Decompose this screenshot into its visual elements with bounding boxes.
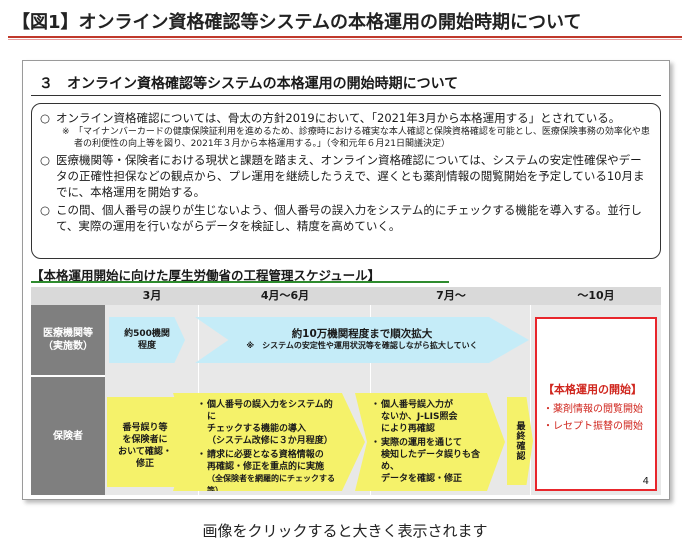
list-bullet: ・ [371, 438, 381, 448]
bullet-1: ○ オンライン資格確認については、骨太の方針2019において、「2021年3月か… [40, 110, 652, 126]
item1-c: （システム改修に３か月程度） [207, 436, 333, 446]
slide-heading: ３ オンライン資格確認等システムの本格運用の開始時期について [39, 76, 459, 92]
bullet-mark: ○ [40, 111, 51, 125]
insurer-arrow1-line2: を保険者に [122, 435, 168, 445]
medical-arrow-note: ※ システムの安定性や運用状況等を確認しながら拡大していく [246, 341, 478, 350]
column-header-apr-jun: 4月～6月 [260, 289, 310, 302]
column-header-bar [31, 287, 661, 305]
insurer-arrow1-line3: おいて確認・ [118, 447, 172, 457]
bullet-text: 医療機関等・保険者における現状と課題を踏まえ、オンライン資格確認については、シス… [56, 153, 645, 199]
image-caption[interactable]: 画像をクリックすると大きく表示されます [202, 522, 488, 540]
insurer-arrow2-item2: ・ 請求に必要となる資格情報の 再確認・修正を重点的に実施 （全保険者を網羅的に… [197, 449, 341, 495]
list-text: 個人番号誤入力が ないか、J-LIS照会 により再確認 [381, 399, 457, 435]
final-box-item-1: ・薬剤情報の閲覧開始 [543, 404, 643, 415]
medical-arrow-march: 約500機関 程度 [109, 317, 185, 363]
item2-b: 再確認・修正を重点的に実施 [207, 462, 325, 472]
list-text: 個人番号の誤入力をシステム的に チェックする機能の導入 （システム改修に３か月程… [207, 399, 341, 447]
insurer-arrow-march: 番号誤り等 を保険者に おいて確認・ 修正 [107, 397, 191, 487]
insurer-arrow-apr-jun: ・ 個人番号の誤入力をシステム的に チェックする機能の導入 （システム改修に３か… [173, 393, 365, 491]
schedule-title-underline [31, 281, 449, 283]
list-bullet: ・ [371, 400, 381, 410]
title-rule-thin [8, 39, 682, 40]
note-mark: ※ [62, 127, 70, 137]
final-box-item-2: ・レセプト振替の開始 [543, 421, 643, 432]
figure-title: 【図1】オンライン資格確認等システムの本格運用の開始時期について [12, 12, 582, 33]
column-header-oct: ～10月 [577, 289, 615, 302]
insurer-arrow2-item1: ・ 個人番号の誤入力をシステム的に チェックする機能の導入 （システム改修に３か… [197, 399, 341, 447]
item2-a: 請求に必要となる資格情報の [207, 450, 324, 460]
final-box-spacer [543, 325, 649, 381]
medical-arrow-main-text: 約10万機関程度まで順次拡大 [291, 328, 433, 340]
column-header-jul: 7月～ [436, 289, 466, 302]
list-text: 請求に必要となる資格情報の 再確認・修正を重点的に実施 （全保険者を網羅的にチェ… [207, 449, 341, 495]
column-header-march: 3月 [142, 289, 162, 302]
bullet-mark: ○ [40, 153, 51, 167]
item2-c: データを確認・修正 [381, 474, 463, 484]
row-label-line2: （実施数） [43, 341, 93, 352]
item1-a: 個人番号誤入力が [381, 400, 454, 410]
slide-image[interactable]: ３ オンライン資格確認等システムの本格運用の開始時期について ○ オンライン資格… [22, 60, 670, 500]
insurer-arrow1-line4: 修正 [135, 459, 154, 469]
bullet-text: オンライン資格確認については、骨太の方針2019において、「2021年3月から本… [56, 111, 621, 125]
item1-c: により再確認 [381, 424, 435, 434]
final-box-title: 【本格運用の開始】 [543, 383, 642, 396]
list-bullet: ・ [197, 450, 207, 460]
insurer-arrow-jul: ・ 個人番号誤入力が ないか、J-LIS照会 により再確認 ・ 実際の運用を通じ… [355, 393, 505, 491]
list-bullet: ・ [197, 400, 207, 410]
item2-a: 実際の運用を通じて [381, 438, 463, 448]
bullet-note: ※ 「マイナンバーカードの健康保険証利用を進めるため、診療時における確実な本人確… [40, 126, 652, 150]
medical-arrow-march-line2: 程度 [137, 341, 156, 351]
medical-arrow-march-line1: 約500機関 [124, 329, 170, 339]
title-rule [8, 36, 682, 38]
bullet-mark: ○ [40, 203, 51, 217]
insurer-arrow3-item1: ・ 個人番号誤入力が ないか、J-LIS照会 により再確認 [371, 399, 487, 435]
bullet-text: この間、個人番号の誤りが生じないよう、個人番号の誤入力をシステム的にチェックする… [56, 203, 642, 233]
slide-heading-line [31, 95, 661, 96]
final-box-launch: 【本格運用の開始】 ・薬剤情報の閲覧開始 ・レセプト振替の開始 4 [535, 317, 657, 491]
medical-arrow-expansion: 約10万機関程度まで順次拡大 ※ システムの安定性や運用状況等を確認しながら拡大… [195, 317, 529, 363]
insurer-arrow1-line1: 番号誤り等 [122, 423, 168, 433]
list-text: 実際の運用を通じて 検知したデータ誤りも含め、 データを確認・修正 [381, 437, 487, 485]
item2-b: 検知したデータ誤りも含め、 [381, 450, 481, 472]
bullet-3: ○ この間、個人番号の誤りが生じないよう、個人番号の誤入力をシステム的にチェック… [40, 202, 652, 234]
item1-a: 個人番号の誤入力をシステム的に [207, 400, 333, 422]
bullet-2: ○ 医療機関等・保険者における現状と課題を踏まえ、オンライン資格確認については、… [40, 152, 652, 200]
bullet-box: ○ オンライン資格確認については、骨太の方針2019において、「2021年3月か… [31, 103, 661, 259]
item2-c: （全保険者を網羅的にチェックする等） [207, 474, 335, 495]
row-label-insurer: 保険者 [31, 377, 105, 495]
note-text: 「マイナンバーカードの健康保険証利用を進めるため、診療時における確実な本人確認と… [74, 127, 650, 149]
insurer-arrow3-item2: ・ 実際の運用を通じて 検知したデータ誤りも含め、 データを確認・修正 [371, 437, 487, 485]
page-number: 4 [642, 476, 649, 487]
item1-b: ないか、J-LIS照会 [381, 412, 458, 422]
item1-b: チェックする機能の導入 [207, 424, 307, 434]
row-label-line1: 医療機関等 [43, 328, 93, 339]
row-label-medical: 医療機関等 （実施数） [31, 305, 105, 375]
schedule-title: 【本格運用開始に向けた厚生労働省の工程管理スケジュール】 [31, 268, 381, 283]
